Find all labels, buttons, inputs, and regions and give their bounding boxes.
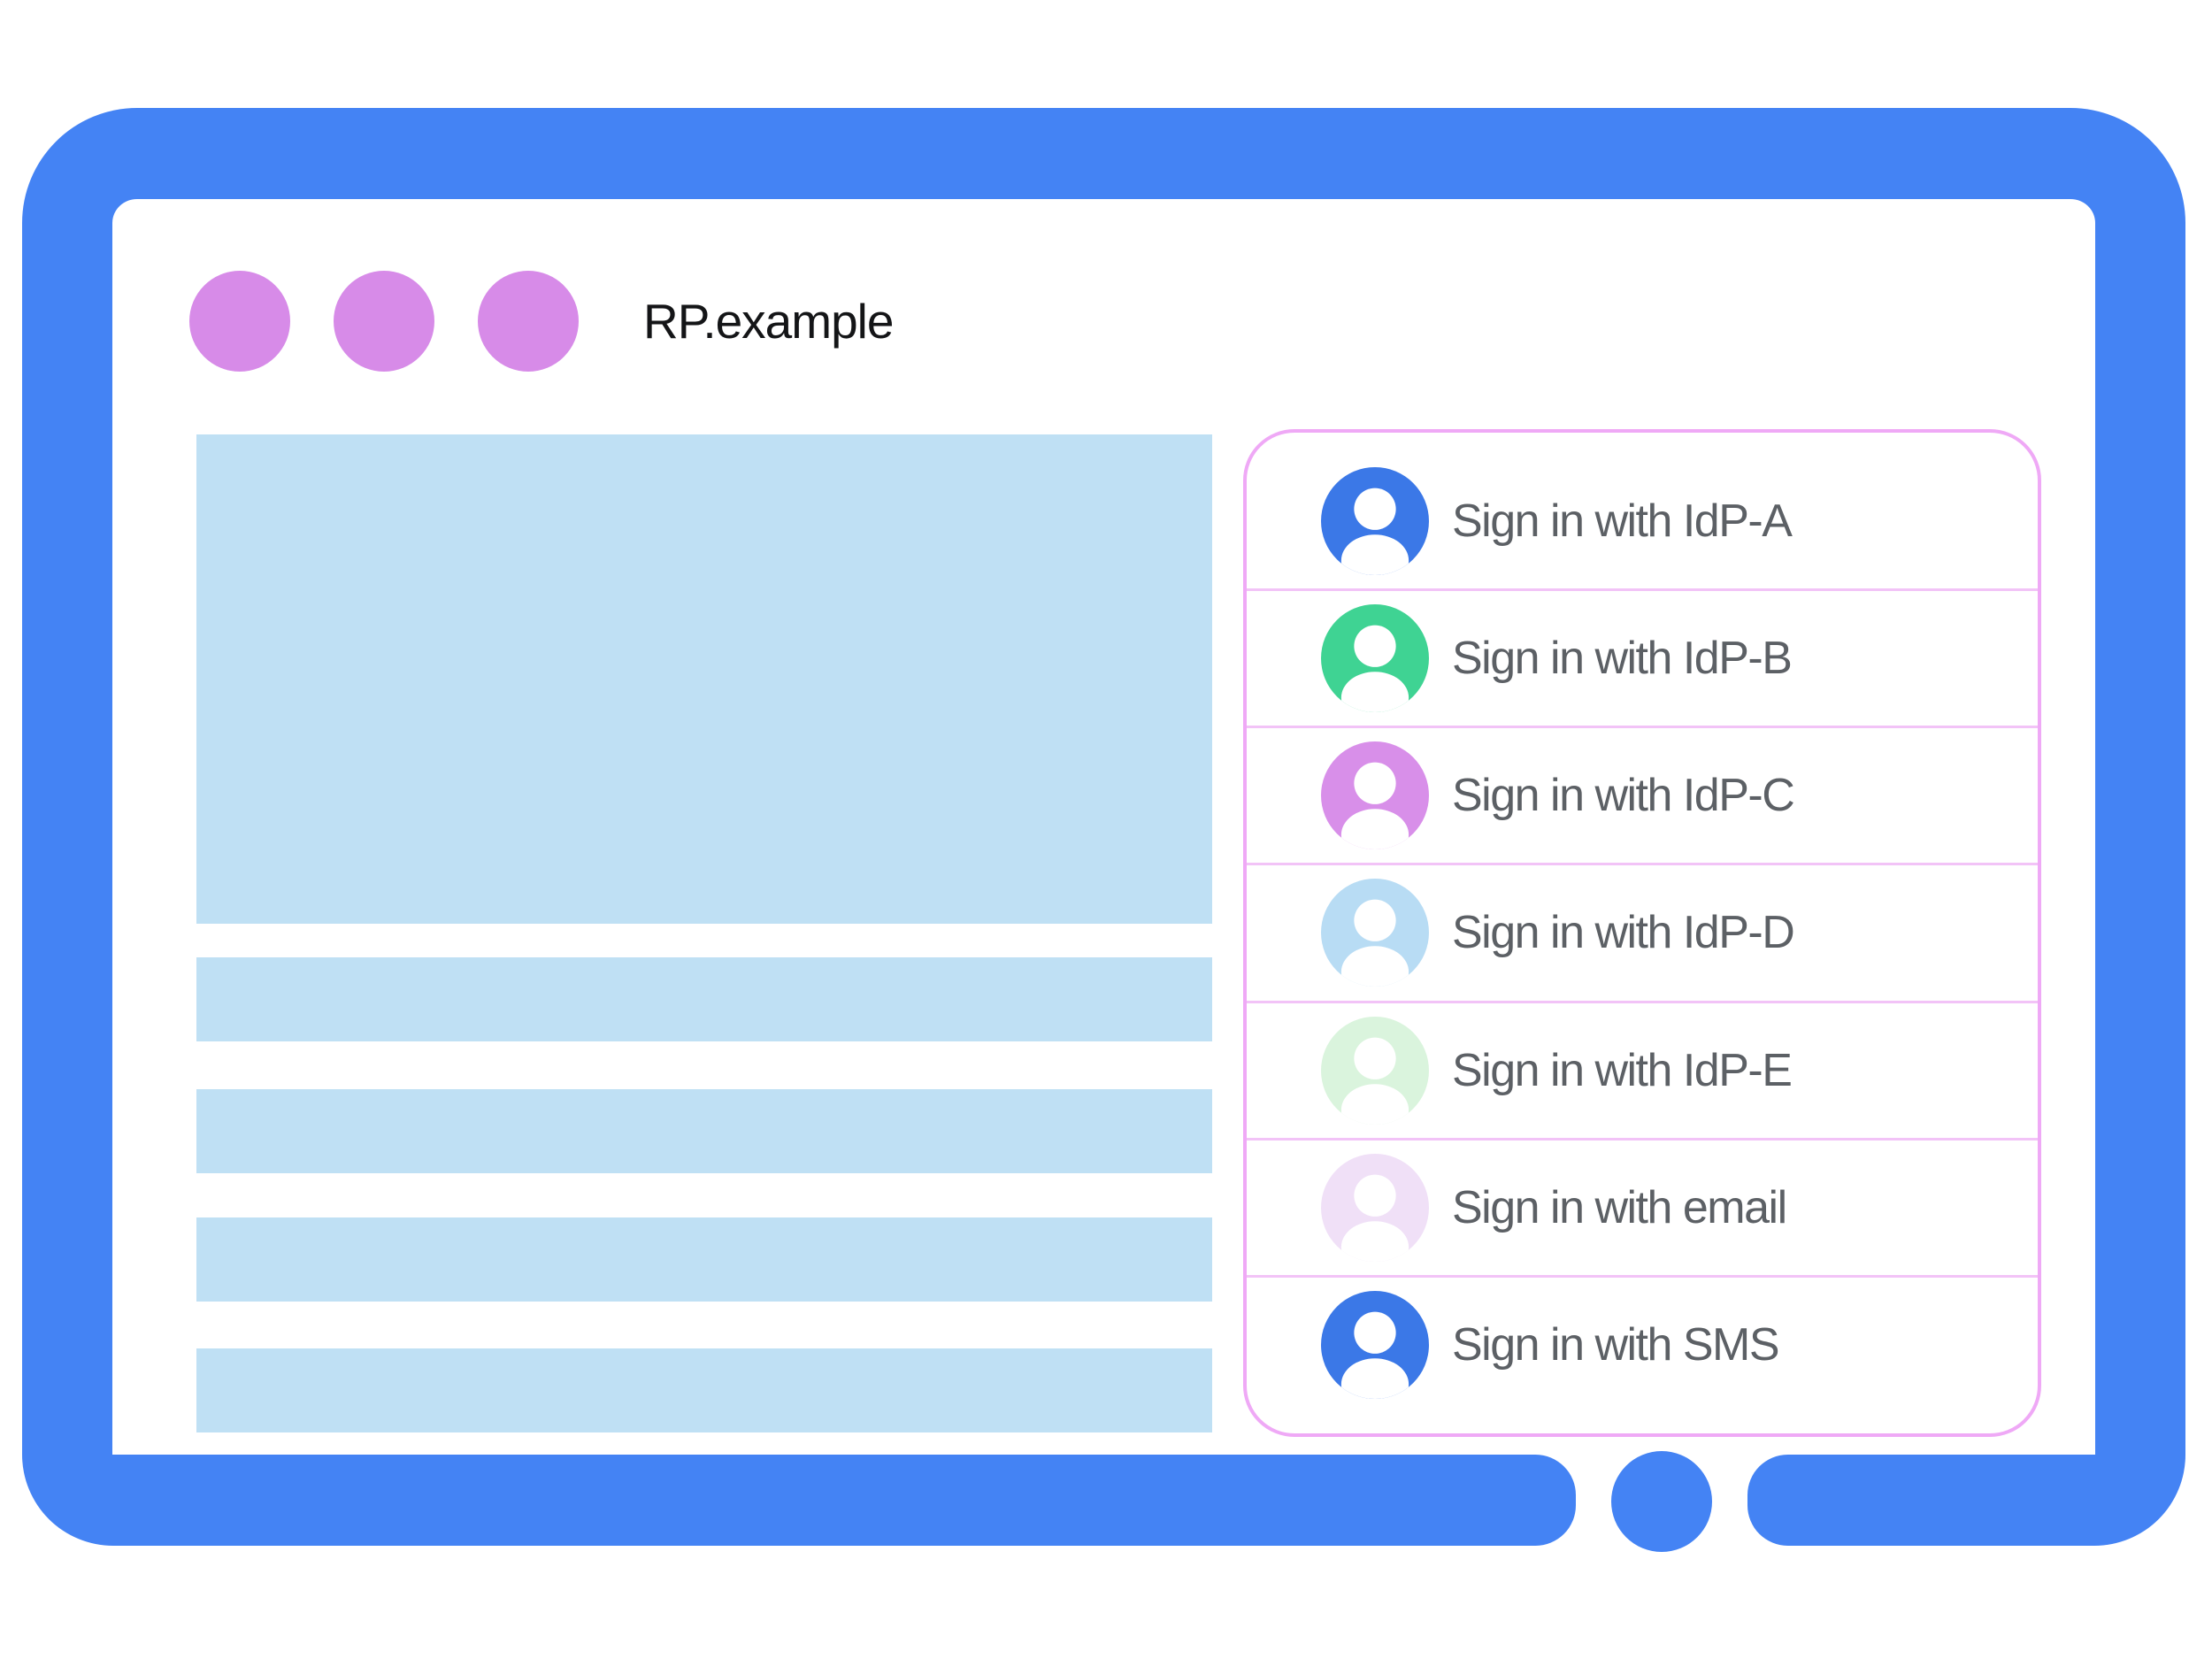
signin-panel: Sign in with IdP-A Sign in with IdP-B Si… [1243, 429, 2041, 1437]
signin-option-idp-d[interactable]: Sign in with IdP-D [1247, 863, 2038, 1000]
page-title: RP.example [643, 294, 894, 349]
home-button-icon [1611, 1451, 1712, 1552]
signin-option-idp-c[interactable]: Sign in with IdP-C [1247, 726, 2038, 863]
window-control-dot-1 [189, 271, 290, 372]
user-avatar-icon [1321, 1016, 1429, 1125]
device-frame-bottom-right [1747, 1455, 2185, 1546]
signin-option-label: Sign in with IdP-D [1452, 907, 1795, 959]
signin-option-label: Sign in with IdP-E [1452, 1044, 1793, 1096]
signin-option-label: Sign in with IdP-B [1452, 633, 1793, 685]
content-placeholder-line-4 [196, 1348, 1212, 1432]
user-avatar-icon [1321, 467, 1429, 576]
user-avatar-icon [1321, 1290, 1429, 1399]
signin-option-idp-e[interactable]: Sign in with IdP-E [1247, 1000, 2038, 1138]
device-frame [22, 108, 2185, 1455]
user-avatar-icon [1321, 604, 1429, 713]
user-avatar-icon [1321, 879, 1429, 987]
signin-option-idp-a[interactable]: Sign in with IdP-A [1247, 454, 2038, 588]
user-avatar-icon [1321, 1153, 1429, 1262]
signin-option-idp-b[interactable]: Sign in with IdP-B [1247, 588, 2038, 726]
device-frame-bottom-left [22, 1455, 1576, 1546]
signin-option-label: Sign in with SMS [1452, 1318, 1780, 1371]
content-placeholder-line-2 [196, 1089, 1212, 1173]
content-placeholder-line-1 [196, 957, 1212, 1041]
signin-option-label: Sign in with IdP-C [1452, 770, 1795, 822]
signin-option-sms[interactable]: Sign in with SMS [1247, 1274, 2038, 1412]
user-avatar-icon [1321, 741, 1429, 850]
content-placeholder-line-3 [196, 1217, 1212, 1302]
signin-option-email[interactable]: Sign in with email [1247, 1137, 2038, 1275]
window-control-dot-2 [334, 271, 434, 372]
content-placeholder-hero [196, 434, 1212, 924]
signin-option-label: Sign in with IdP-A [1452, 495, 1793, 548]
window-control-dot-3 [478, 271, 579, 372]
signin-option-label: Sign in with email [1452, 1181, 1787, 1233]
